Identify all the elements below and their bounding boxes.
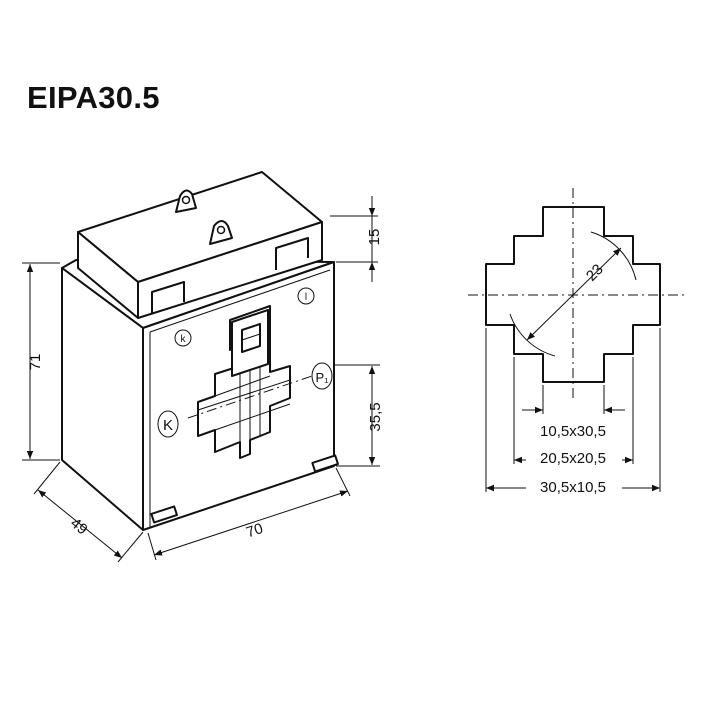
svg-text:49: 49 [67,515,91,539]
svg-text:P₁: P₁ [315,370,329,385]
terminal-K: K [157,410,179,438]
slot-left [151,281,185,314]
terminal-block [77,171,323,319]
dim-depth: 49 [33,461,144,563]
profile-outline [485,206,661,383]
window-profile: 23 10,5x30,5 20,5x20,5 30,5x10,5 [468,188,684,496]
terminal-l-small: l [297,287,315,305]
foot-slot-right [311,454,339,473]
svg-text:15: 15 [366,229,383,246]
terminal-screw [241,323,261,353]
slot-right [275,237,309,270]
svg-text:71: 71 [27,354,44,371]
primary-window [187,305,313,459]
model-title: EIPA30.5 [27,80,160,115]
dim-height: 71 [22,262,60,461]
mount-lug-front [209,220,233,245]
svg-text:K: K [163,417,173,434]
svg-text:k: k [181,334,187,345]
diameter-arc-lower [509,313,556,357]
svg-text:70: 70 [244,520,265,541]
terminal-k-small: k [174,329,192,347]
size-1-label: 10,5x30,5 [540,423,606,440]
transformer-body [61,259,335,531]
dim-width: 70 [147,467,351,561]
svg-text:35,5: 35,5 [367,402,384,431]
size-2-label: 20,5x20,5 [540,450,606,467]
size-3-label: 30,5x10,5 [540,479,606,496]
diameter-line [526,247,622,341]
svg-text:l: l [305,292,307,303]
mount-lug-back [175,189,197,213]
terminal-P1: P₁ [311,362,333,390]
dim-window-offset: 35,5 [334,364,384,467]
dim-top-block: 15 [330,196,383,282]
